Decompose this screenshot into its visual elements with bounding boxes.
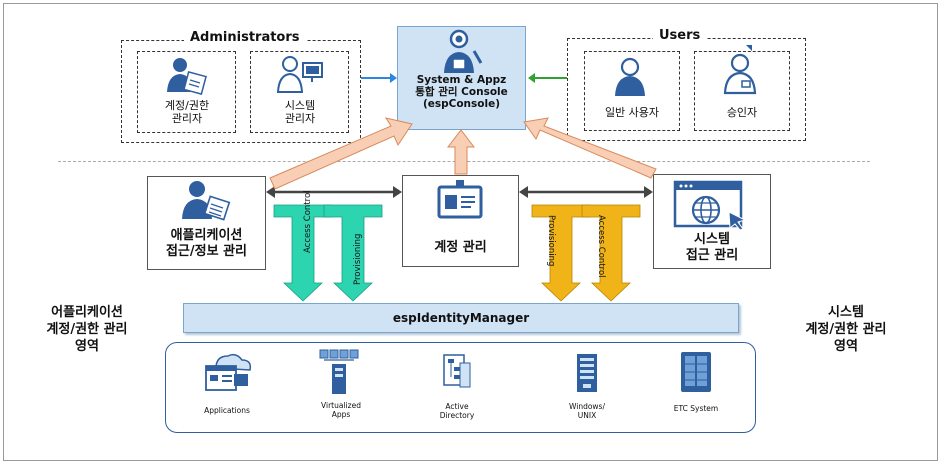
approver-label: 승인자 [726, 106, 758, 119]
identity-manager-label: espIdentityManager [392, 311, 530, 325]
virtualized-apps-icon [319, 349, 359, 394]
app-access-card [147, 176, 266, 270]
user-role-box-approver [694, 51, 790, 131]
right-area-line2: 계정/권한 관리 [805, 322, 887, 337]
console-line2: 통합 관리 Console [415, 86, 508, 98]
target-ad-line2: Directory [439, 411, 475, 420]
browser-globe-icon [673, 180, 747, 231]
target-applications-label: Applications [192, 406, 262, 415]
console-label: System & Appz 통합 관리 Console (espConsole) [399, 74, 524, 110]
approver-icon [723, 45, 757, 95]
app-to-console-arrow [269, 117, 413, 190]
admin-to-console-arrow [361, 73, 397, 83]
etc-system-icon [681, 352, 711, 392]
right-provisioning-arrow [531, 204, 591, 302]
users-to-console-arrow [528, 73, 567, 83]
windows-unix-icon [577, 354, 597, 392]
system-access-label: 시스템 접근 관리 [655, 232, 769, 264]
left-area-line3: 영역 [75, 339, 99, 354]
left-access-control-label: Access Control [303, 190, 313, 253]
user-role-box-general [584, 51, 680, 131]
diagram-frame [3, 3, 938, 461]
users-title: Users [653, 28, 707, 43]
account-admin-line2: 관리자 [171, 112, 203, 125]
left-area-line1: 어플리케이션 [51, 305, 123, 320]
app-access-label: 애플리케이션 접근/정보 관리 [149, 228, 264, 260]
system-admin-line2: 관리자 [284, 112, 316, 125]
right-area-line1: 시스템 [828, 305, 864, 320]
administrators-title: Administrators [184, 30, 306, 45]
left-provisioning-arrow [323, 204, 383, 302]
target-windows-unix-label: Windows/ UNIX [552, 402, 622, 420]
app-account-double-arrow [266, 186, 402, 198]
app-access-line2: 접근/정보 관리 [165, 244, 248, 259]
system-access-line1: 시스템 [694, 232, 730, 247]
applications-icon [205, 353, 252, 391]
system-admin-line1: 시스템 [284, 99, 316, 112]
general-user-label: 일반 사용자 [604, 106, 660, 119]
system-admin-label: 시스템 관리자 [253, 99, 347, 125]
target-etc-line1: ETC System [673, 404, 719, 413]
right-area-line3: 영역 [834, 339, 858, 354]
left-provisioning-label: Provisioning [353, 233, 363, 285]
general-user-icon [615, 57, 645, 96]
right-access-control-label: Access Control [596, 215, 606, 278]
account-to-console-arrow [446, 129, 476, 175]
active-directory-icon [443, 354, 471, 388]
right-flow-arrows [531, 204, 641, 302]
account-system-double-arrow [519, 186, 653, 198]
admin-role-box-account [137, 51, 236, 133]
identity-manager-bar [183, 303, 739, 333]
target-etc-label: ETC System [661, 404, 731, 413]
right-access-control-arrow [581, 204, 641, 302]
target-active-directory-label: Active Directory [422, 402, 492, 420]
target-virtualized-line2: Apps [331, 410, 351, 419]
left-area-line2: 계정/권한 관리 [46, 322, 128, 337]
account-admin-line1: 계정/권한 [164, 99, 210, 112]
target-virtualized-line1: Virtualized [321, 401, 361, 410]
app-access-line1: 애플리케이션 [170, 228, 243, 243]
console-line3: (espConsole) [422, 98, 501, 110]
id-card-icon [437, 180, 483, 219]
account-label: 계정 관리 [434, 240, 487, 255]
console-line1: System & Appz [416, 74, 507, 86]
system-admin-icon [276, 56, 323, 93]
right-provisioning-label: Provisioning [546, 215, 556, 267]
account-admin-label: 계정/권한 관리자 [140, 99, 234, 125]
left-flow-arrows [273, 204, 383, 302]
target-ad-line1: Active [445, 402, 469, 411]
right-area-label: 시스템 계정/권한 관리 영역 [776, 304, 916, 355]
system-access-line2: 접근 관리 [685, 248, 739, 263]
left-area-label: 어플리케이션 계정/권한 관리 영역 [22, 304, 152, 355]
app-access-icon [182, 181, 231, 221]
target-virtualized-label: Virtualized Apps [306, 401, 376, 419]
console-user-icon [444, 29, 483, 73]
account-admin-icon [167, 58, 207, 95]
target-win-line2: UNIX [577, 411, 597, 420]
target-win-line1: Windows/ [568, 402, 605, 411]
admin-role-box-system [250, 51, 349, 133]
system-to-console-arrow [523, 117, 657, 179]
target-applications-line1: Applications [204, 406, 250, 415]
